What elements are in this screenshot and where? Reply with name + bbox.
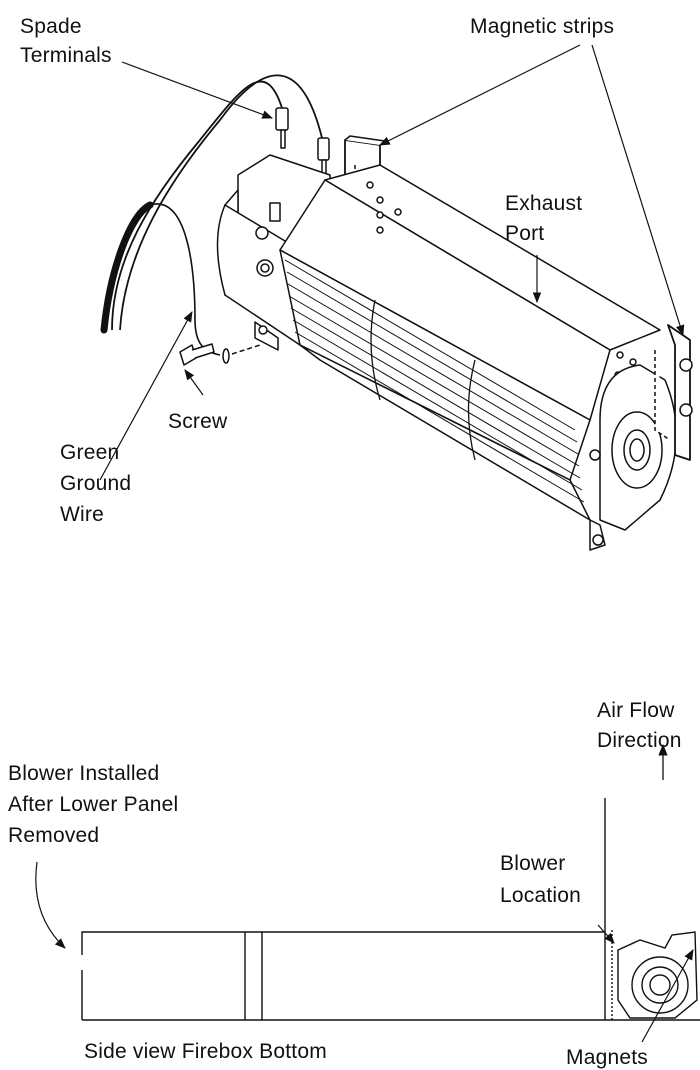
label-magnetic-strips: Magnetic strips [470,15,614,38]
label-after-lower-panel: After Lower Panel [8,793,178,816]
label-blower: Blower [500,852,565,875]
label-magnets: Magnets [566,1046,648,1069]
label-blower-installed: Blower Installed [8,762,159,785]
firebox-side-view [35,743,700,1043]
label-wire: Wire [60,503,104,526]
label-removed: Removed [8,824,99,847]
end-cap-right [589,364,678,551]
magnets-leader [641,949,694,1043]
label-terminals: Terminals [20,44,112,67]
label-firebox-bottom: Side view Firebox Bottom [84,1040,327,1063]
green-ground-wire [149,203,221,356]
fan-blades [284,259,585,503]
label-spade: Spade [20,15,82,38]
label-ground: Ground [60,472,131,495]
firebox-top-edge [81,931,605,955]
blower-installed-leader [35,861,66,949]
label-air-flow: Air Flow [597,699,675,722]
leader-lines [99,44,685,481]
washer [222,348,230,364]
label-direction: Direction [597,729,682,752]
label-location: Location [500,884,581,907]
blower-end-view [617,931,698,1019]
label-port: Port [505,222,544,245]
blower-housing [279,164,661,521]
blower-assembly [99,44,693,551]
screw [179,321,279,366]
label-exhaust: Exhaust [505,192,582,215]
label-green: Green [60,441,119,464]
spade-terminals [275,107,330,177]
label-screw: Screw [168,410,228,433]
magnetic-strip-right [654,324,693,461]
blower-location-leader [597,924,615,944]
